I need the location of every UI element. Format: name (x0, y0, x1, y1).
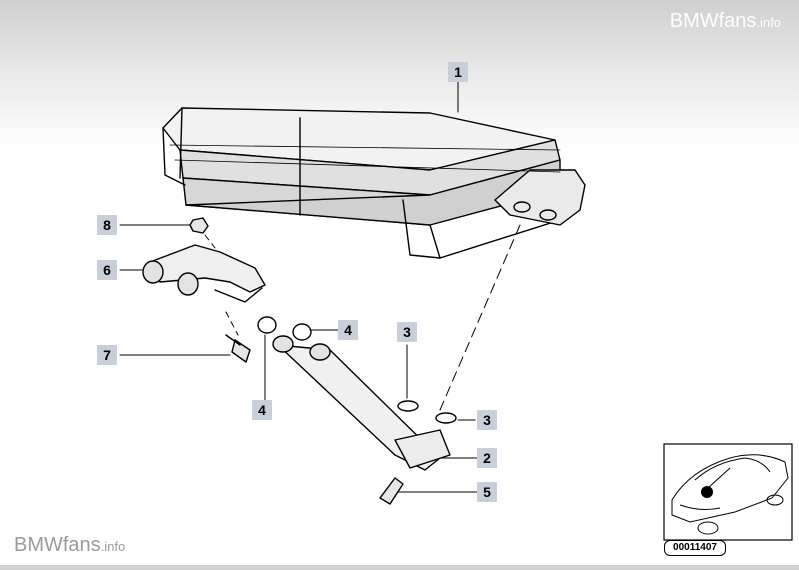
callout-5: 5 (477, 482, 497, 502)
callout-2: 2 (477, 448, 497, 468)
callout-8: 8 (97, 215, 117, 235)
lower-pipe-assembly (272, 335, 451, 471)
upper-pipe-assembly (142, 244, 266, 303)
watermark-top: BMWfans.info (669, 10, 781, 32)
o-ring-3-upper (397, 400, 419, 412)
o-ring-left (257, 316, 277, 334)
callout-7: 7 (97, 345, 117, 365)
callout-1: 1 (448, 62, 468, 82)
callout-6: 6 (97, 260, 117, 280)
document-number: 00011407 (664, 540, 726, 556)
location-marker (701, 486, 713, 498)
nut (189, 217, 209, 234)
o-ring-right (292, 323, 312, 341)
callout-3-upper: 3 (397, 322, 417, 342)
o-ring-3-lower (435, 412, 457, 424)
callout-4-left: 4 (252, 400, 272, 420)
bolt-upper (225, 334, 251, 363)
watermark-bottom: BMWfans.info (14, 534, 126, 556)
vehicle-locator-inset (663, 443, 793, 541)
callout-3-right: 3 (477, 410, 497, 430)
bolt-lower (379, 477, 404, 505)
callout-4-right: 4 (338, 320, 358, 340)
heater-core (162, 107, 586, 259)
